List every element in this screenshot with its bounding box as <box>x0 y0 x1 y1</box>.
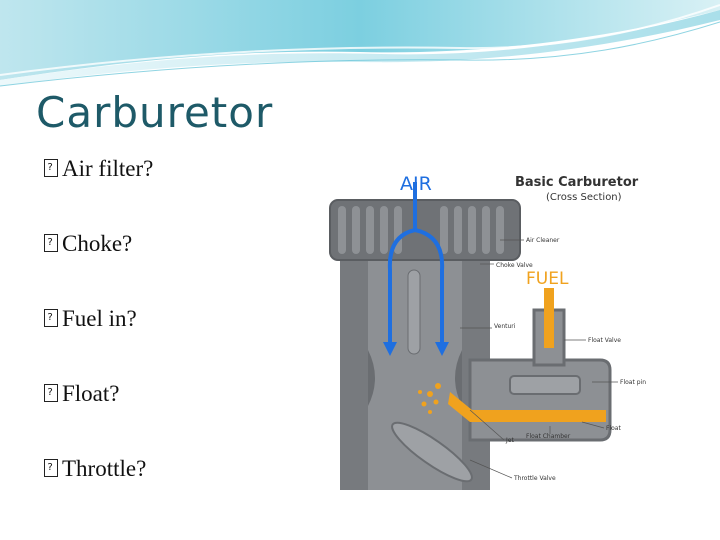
slide-title: Carburetor <box>36 88 274 137</box>
venturi-right <box>455 350 462 406</box>
bullet-item: Fuel in? <box>44 306 153 381</box>
throttle-valve <box>391 421 473 483</box>
label-air-cleaner: Air Cleaner <box>526 237 560 244</box>
label-venturi: Venturi <box>494 323 516 330</box>
fuel-inlet-fuel <box>544 288 554 348</box>
missing-glyph-icon <box>44 384 58 402</box>
air-cleaner-fins <box>338 206 504 254</box>
missing-glyph-icon <box>44 459 58 477</box>
label-float-chamber: Float Chamber <box>526 433 571 440</box>
venturi-left <box>368 350 375 406</box>
bullet-item: Float? <box>44 381 153 456</box>
air-arrowhead-left <box>383 342 397 356</box>
missing-glyph-icon <box>44 234 58 252</box>
float-chamber-housing <box>468 358 612 442</box>
bullet-item: Throttle? <box>44 456 153 531</box>
carburetor-diagram: AIR Basic Carburetor (Cross Section) FUE… <box>329 173 646 490</box>
bullet-text: Choke? <box>62 231 133 256</box>
choke-valve <box>407 269 421 355</box>
fuel-spray <box>418 383 441 414</box>
diagram-subtitle: (Cross Section) <box>546 192 622 203</box>
float <box>509 375 581 395</box>
label-float-valve: Float Valve <box>588 337 621 344</box>
bullet-item: Choke? <box>44 231 153 306</box>
label-float: Float <box>606 425 621 432</box>
leader-lines <box>460 239 618 479</box>
bullet-text: Fuel in? <box>62 306 137 331</box>
air-arrowhead-right <box>435 342 449 356</box>
air-arrow-right <box>414 228 445 348</box>
air-label: AIR <box>400 173 432 195</box>
header-swoosh-decoration <box>0 0 720 87</box>
bullet-text: Throttle? <box>62 456 147 481</box>
bullet-item: Air filter? <box>44 156 153 231</box>
part-labels: Air Cleaner Choke Valve Venturi Float Va… <box>494 237 646 482</box>
diagram-title: Basic Carburetor <box>515 175 639 190</box>
label-float-pin: Float pin <box>620 379 646 386</box>
label-choke-valve: Choke Valve <box>496 262 533 269</box>
float-chamber-fuel <box>448 392 606 422</box>
air-arrow-left <box>387 228 416 348</box>
label-throttle-valve: Throttle Valve <box>513 475 556 482</box>
bullet-list: Air filter? Choke? Fuel in? Float? Throt… <box>44 156 153 531</box>
missing-glyph-icon <box>44 309 58 327</box>
bullet-text: Air filter? <box>62 156 154 181</box>
label-jet: Jet <box>505 437 514 444</box>
bullet-text: Float? <box>62 381 120 406</box>
missing-glyph-icon <box>44 159 58 177</box>
fuel-label: FUEL <box>526 269 569 289</box>
